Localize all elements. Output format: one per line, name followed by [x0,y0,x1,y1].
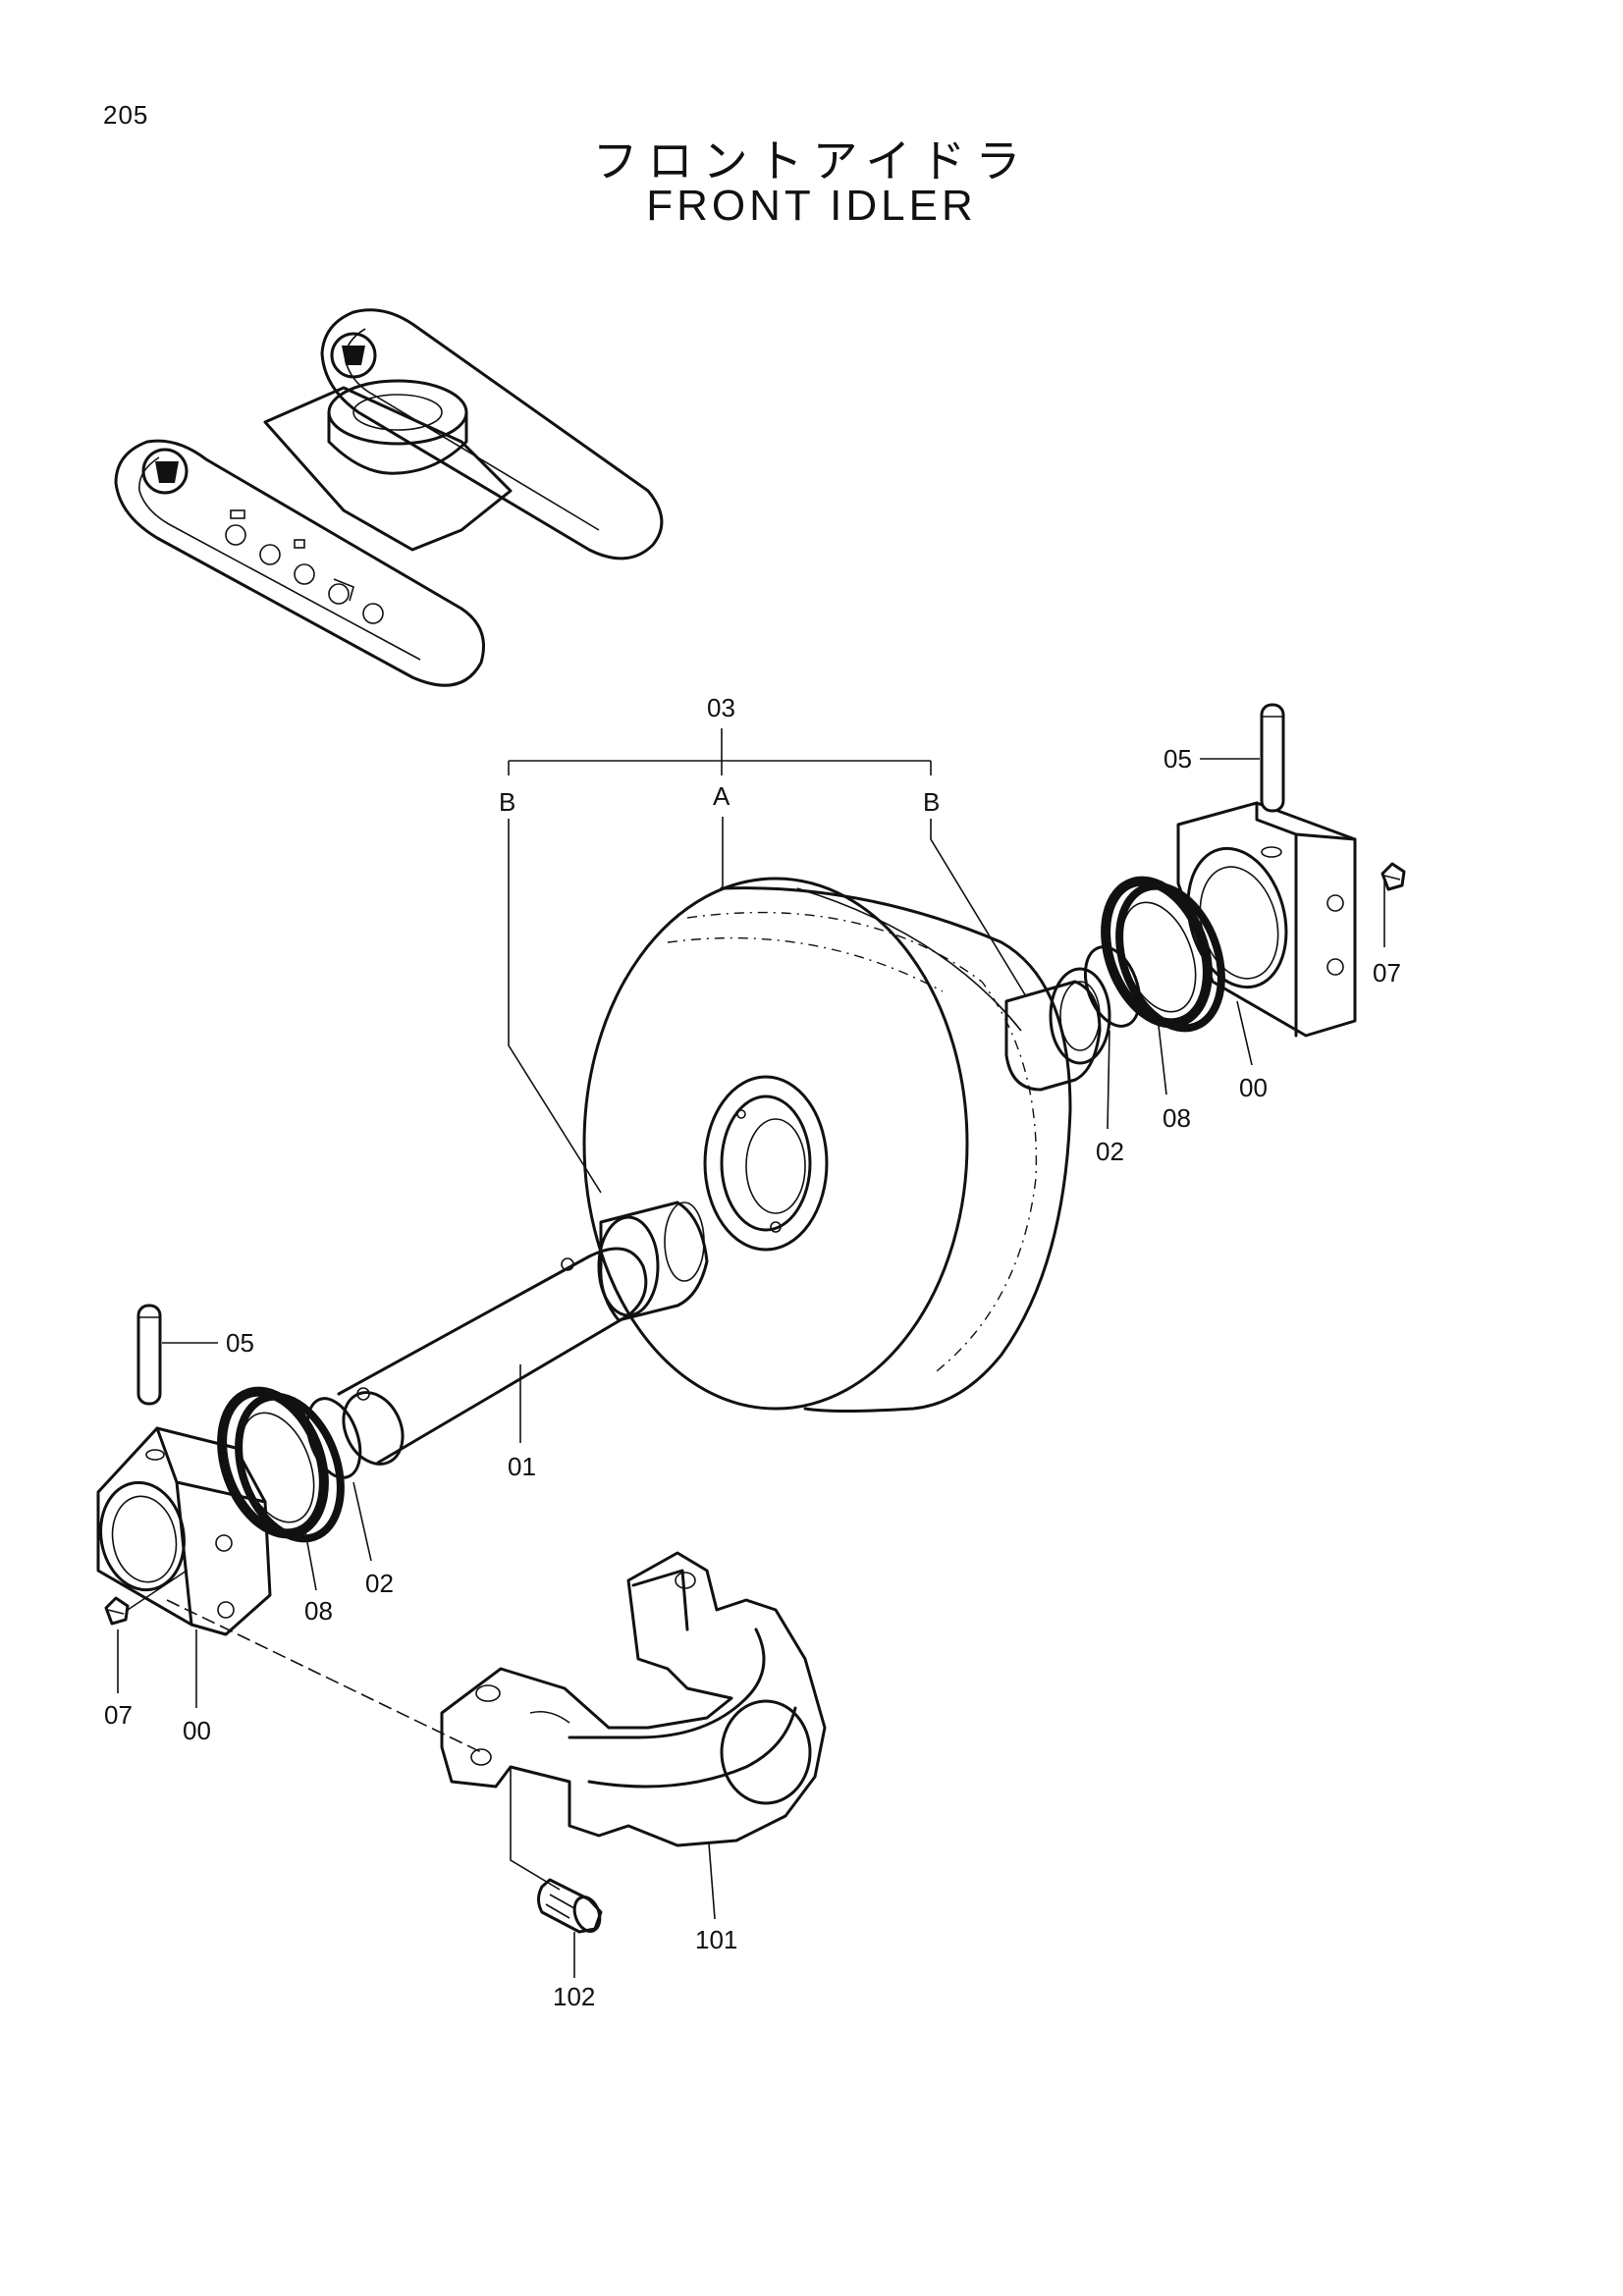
callout-05-left: 05 [226,1328,254,1358]
idler-carrier-101 [440,1551,827,1847]
left-ring-02 [305,1397,362,1479]
callout-08-left: 08 [304,1596,333,1626]
callout-bracket-03 [508,728,932,775]
right-pin-05 [1260,703,1285,813]
callout-05-right: 05 [1163,744,1192,774]
callout-07-right: 07 [1373,958,1401,988]
callout-02-right: 02 [1096,1137,1124,1166]
callout-102: 102 [553,1982,595,2011]
title-english: FRONT IDLER [646,182,977,230]
callout-00-left: 00 [183,1716,211,1745]
idler-wheel [582,877,1072,1413]
callout-01: 01 [508,1452,536,1481]
callout-A: A [713,781,730,811]
callout-08-right: 08 [1163,1103,1191,1133]
right-bushing [1004,967,1111,1092]
left-bushing [597,1201,709,1322]
callout-02-left: 02 [365,1569,394,1598]
right-plug-07 [1380,862,1406,891]
right-seal-08 [1101,876,1225,1033]
left-plug-07 [104,1596,130,1626]
callout-03: 03 [707,693,735,722]
left-pin-05 [136,1304,162,1406]
shaft-01 [337,1247,648,1466]
page-number: 205 [103,100,149,130]
undercarriage-overview [114,308,664,687]
title-japanese: フロントアイドラ [592,134,1031,187]
callout-00-right: 00 [1239,1073,1268,1102]
left-block-00 [96,1426,272,1636]
right-ring-02 [1083,945,1142,1028]
callout-B-right: B [923,787,940,817]
callout-101: 101 [695,1925,737,1954]
bolt-102 [537,1878,603,1934]
callout-B-left: B [499,787,515,817]
callout-07-left: 07 [104,1700,133,1730]
left-seal-08 [217,1386,345,1543]
